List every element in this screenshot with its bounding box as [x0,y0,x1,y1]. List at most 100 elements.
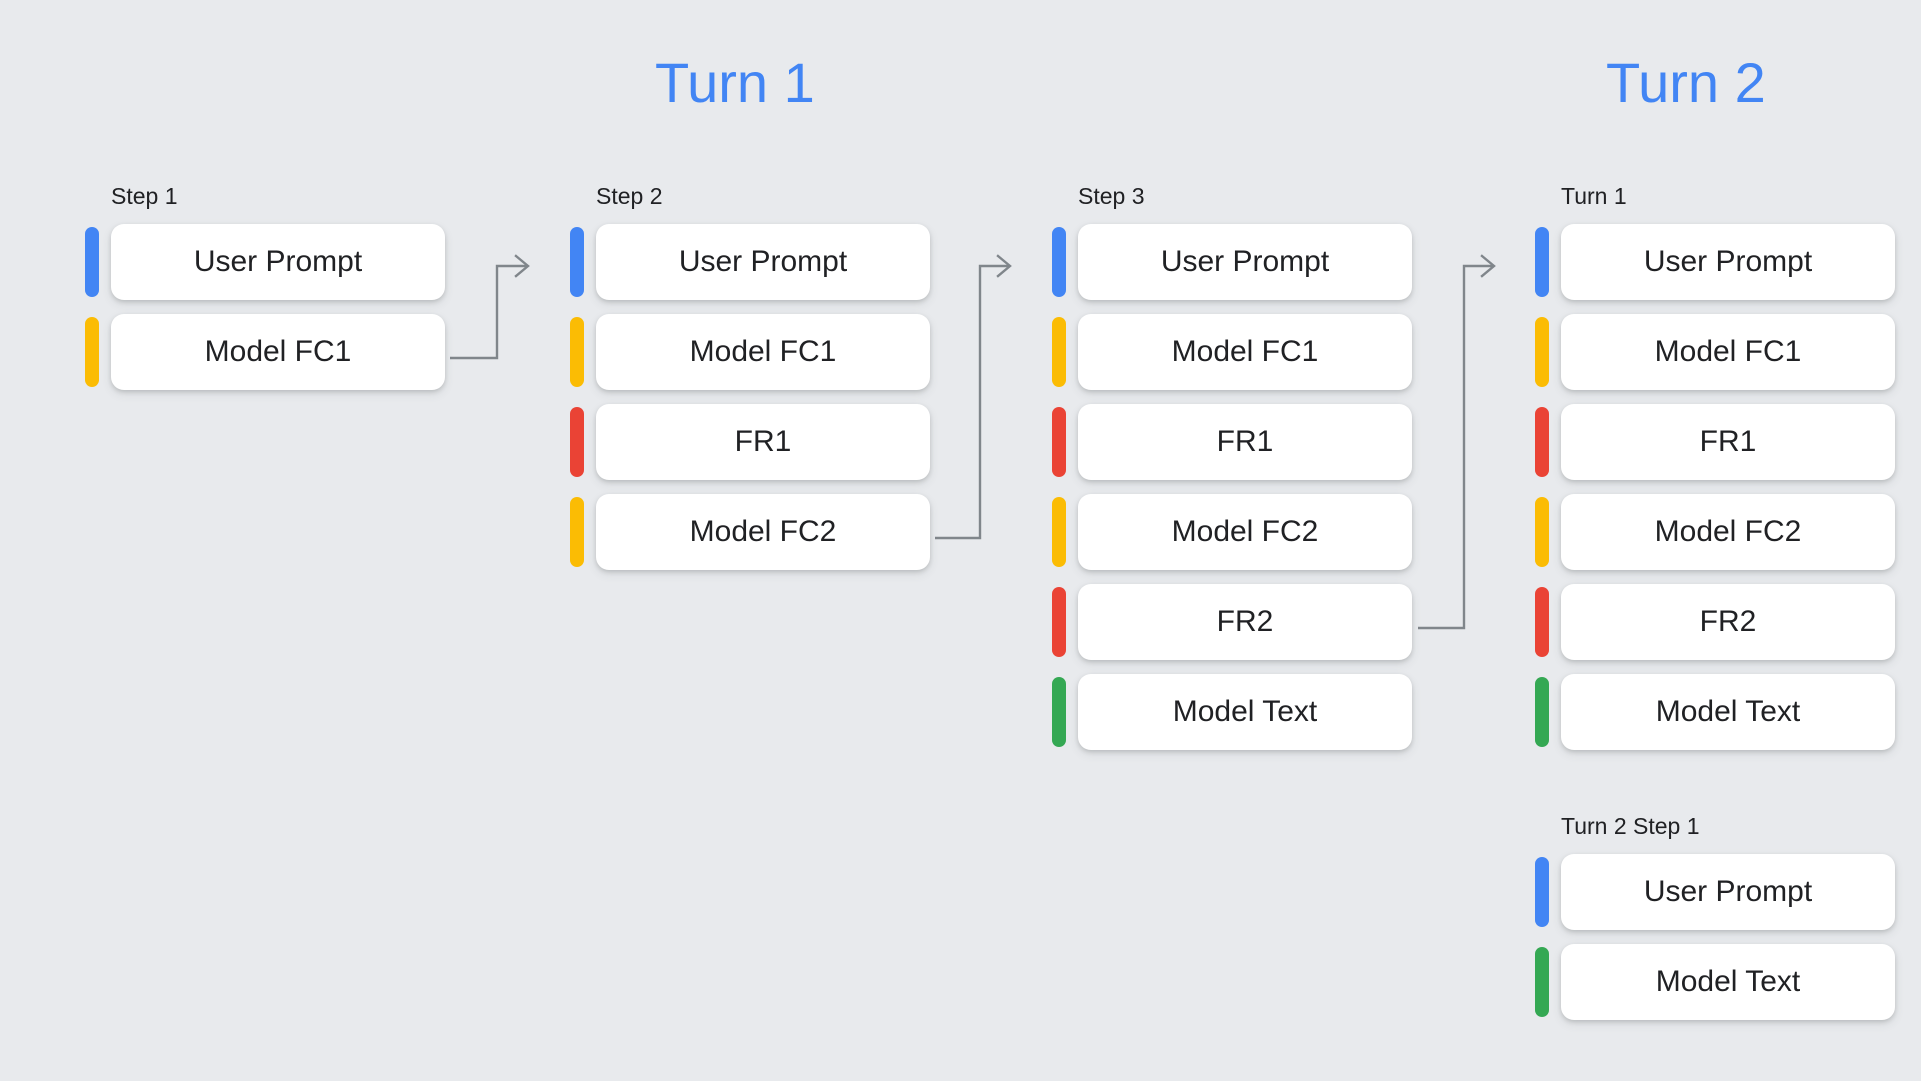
list-item[interactable]: User Prompt [1535,224,1895,300]
list-item[interactable]: User Prompt [570,224,930,300]
card-label: FR1 [1699,425,1757,458]
turn-2-title: Turn 2 [1606,51,1766,114]
list-item[interactable]: Model FC1 [1052,314,1412,390]
card[interactable]: FR2 [1078,584,1412,660]
card[interactable]: Model FC2 [1561,494,1895,570]
connector-step3-to-turn2 [1418,254,1496,630]
card-label: FR2 [1699,605,1757,638]
card[interactable]: User Prompt [596,224,930,300]
card-label: Model Text [1172,695,1318,728]
card[interactable]: FR2 [1561,584,1895,660]
list-item[interactable]: User Prompt [1052,224,1412,300]
marker-function-response [1535,587,1549,657]
column-rows: User Prompt Model FC1 [85,224,445,390]
list-item[interactable]: Model FC1 [85,314,445,390]
column-step-3: Step 3 User Prompt Model FC1 FR1 [1052,185,1412,750]
card[interactable]: Model FC2 [596,494,930,570]
marker-user [1052,227,1066,297]
list-item[interactable]: FR1 [1052,404,1412,480]
card-label: Model FC2 [1171,515,1319,548]
card[interactable]: Model FC1 [1078,314,1412,390]
card[interactable]: FR1 [1078,404,1412,480]
list-item[interactable]: Model Text [1535,674,1895,750]
list-item[interactable]: Model FC2 [570,494,930,570]
card-label: Model FC2 [1654,515,1802,548]
marker-function-call [1535,497,1549,567]
column-rows: User Prompt Model FC1 FR1 Model FC2 [570,224,930,570]
list-item[interactable]: Model Text [1052,674,1412,750]
card[interactable]: Model Text [1561,674,1895,750]
card-label: User Prompt [193,245,363,278]
marker-model-text [1535,677,1549,747]
card-label: FR1 [734,425,792,458]
card[interactable]: Model Text [1078,674,1412,750]
marker-model-text [1052,677,1066,747]
connector-step1-to-step2 [450,254,530,360]
card[interactable]: User Prompt [1078,224,1412,300]
column-rows: User Prompt Model FC1 FR1 Model FC2 [1535,224,1895,750]
column-label: Step 1 [111,183,178,209]
marker-user [570,227,584,297]
marker-function-call [570,317,584,387]
list-item[interactable]: FR1 [570,404,930,480]
marker-function-call [570,497,584,567]
list-item[interactable]: Model FC2 [1535,494,1895,570]
list-item[interactable]: FR2 [1052,584,1412,660]
marker-user [85,227,99,297]
column-rows: User Prompt Model FC1 FR1 Model FC2 [1052,224,1412,750]
card[interactable]: Model FC1 [596,314,930,390]
card[interactable]: User Prompt [111,224,445,300]
card-label: FR2 [1216,605,1274,638]
marker-function-response [1052,407,1066,477]
connector-step2-to-step3 [935,254,1012,540]
card-label: Model Text [1655,965,1801,998]
column-turn-2-step-1: Turn 2 Step 1 User Prompt Model Text [1535,815,1895,1020]
card-label: User Prompt [1643,245,1813,278]
card[interactable]: FR1 [1561,404,1895,480]
list-item[interactable]: Model Text [1535,944,1895,1020]
marker-function-response [570,407,584,477]
list-item[interactable]: User Prompt [1535,854,1895,930]
card-label: Model FC2 [689,515,837,548]
list-item[interactable]: Model FC1 [570,314,930,390]
card-label: Model FC1 [204,335,352,368]
card-label: FR1 [1216,425,1274,458]
list-item[interactable]: Model FC2 [1052,494,1412,570]
marker-model-text [1535,947,1549,1017]
card-label: User Prompt [1643,875,1813,908]
card-label: Model Text [1655,695,1801,728]
marker-function-call [85,317,99,387]
card[interactable]: Model FC2 [1078,494,1412,570]
turn-1-title: Turn 1 [655,51,815,114]
marker-user [1535,227,1549,297]
card-label: Model FC1 [1654,335,1802,368]
column-turn-1-recap: Turn 1 User Prompt Model FC1 FR1 [1535,185,1895,750]
marker-function-call [1535,317,1549,387]
card-label: User Prompt [678,245,848,278]
card-label: Model FC1 [1171,335,1319,368]
column-label: Turn 2 Step 1 [1561,813,1700,839]
column-label: Step 3 [1078,183,1145,209]
column-rows: User Prompt Model Text [1535,854,1895,1020]
card[interactable]: User Prompt [1561,224,1895,300]
card[interactable]: Model FC1 [1561,314,1895,390]
list-item[interactable]: FR2 [1535,584,1895,660]
column-step-2: Step 2 User Prompt Model FC1 FR1 [570,185,930,570]
list-item[interactable]: Model FC1 [1535,314,1895,390]
card[interactable]: Model Text [1561,944,1895,1020]
card[interactable]: Model FC1 [111,314,445,390]
marker-function-call [1052,317,1066,387]
card[interactable]: User Prompt [1561,854,1895,930]
card-label: User Prompt [1160,245,1330,278]
marker-user [1535,857,1549,927]
marker-function-response [1052,587,1066,657]
list-item[interactable]: User Prompt [85,224,445,300]
card[interactable]: FR1 [596,404,930,480]
marker-function-call [1052,497,1066,567]
list-item[interactable]: FR1 [1535,404,1895,480]
column-step-1: Step 1 User Prompt Model FC1 [85,185,445,390]
column-label: Step 2 [596,183,663,209]
card-label: Model FC1 [689,335,837,368]
marker-function-response [1535,407,1549,477]
